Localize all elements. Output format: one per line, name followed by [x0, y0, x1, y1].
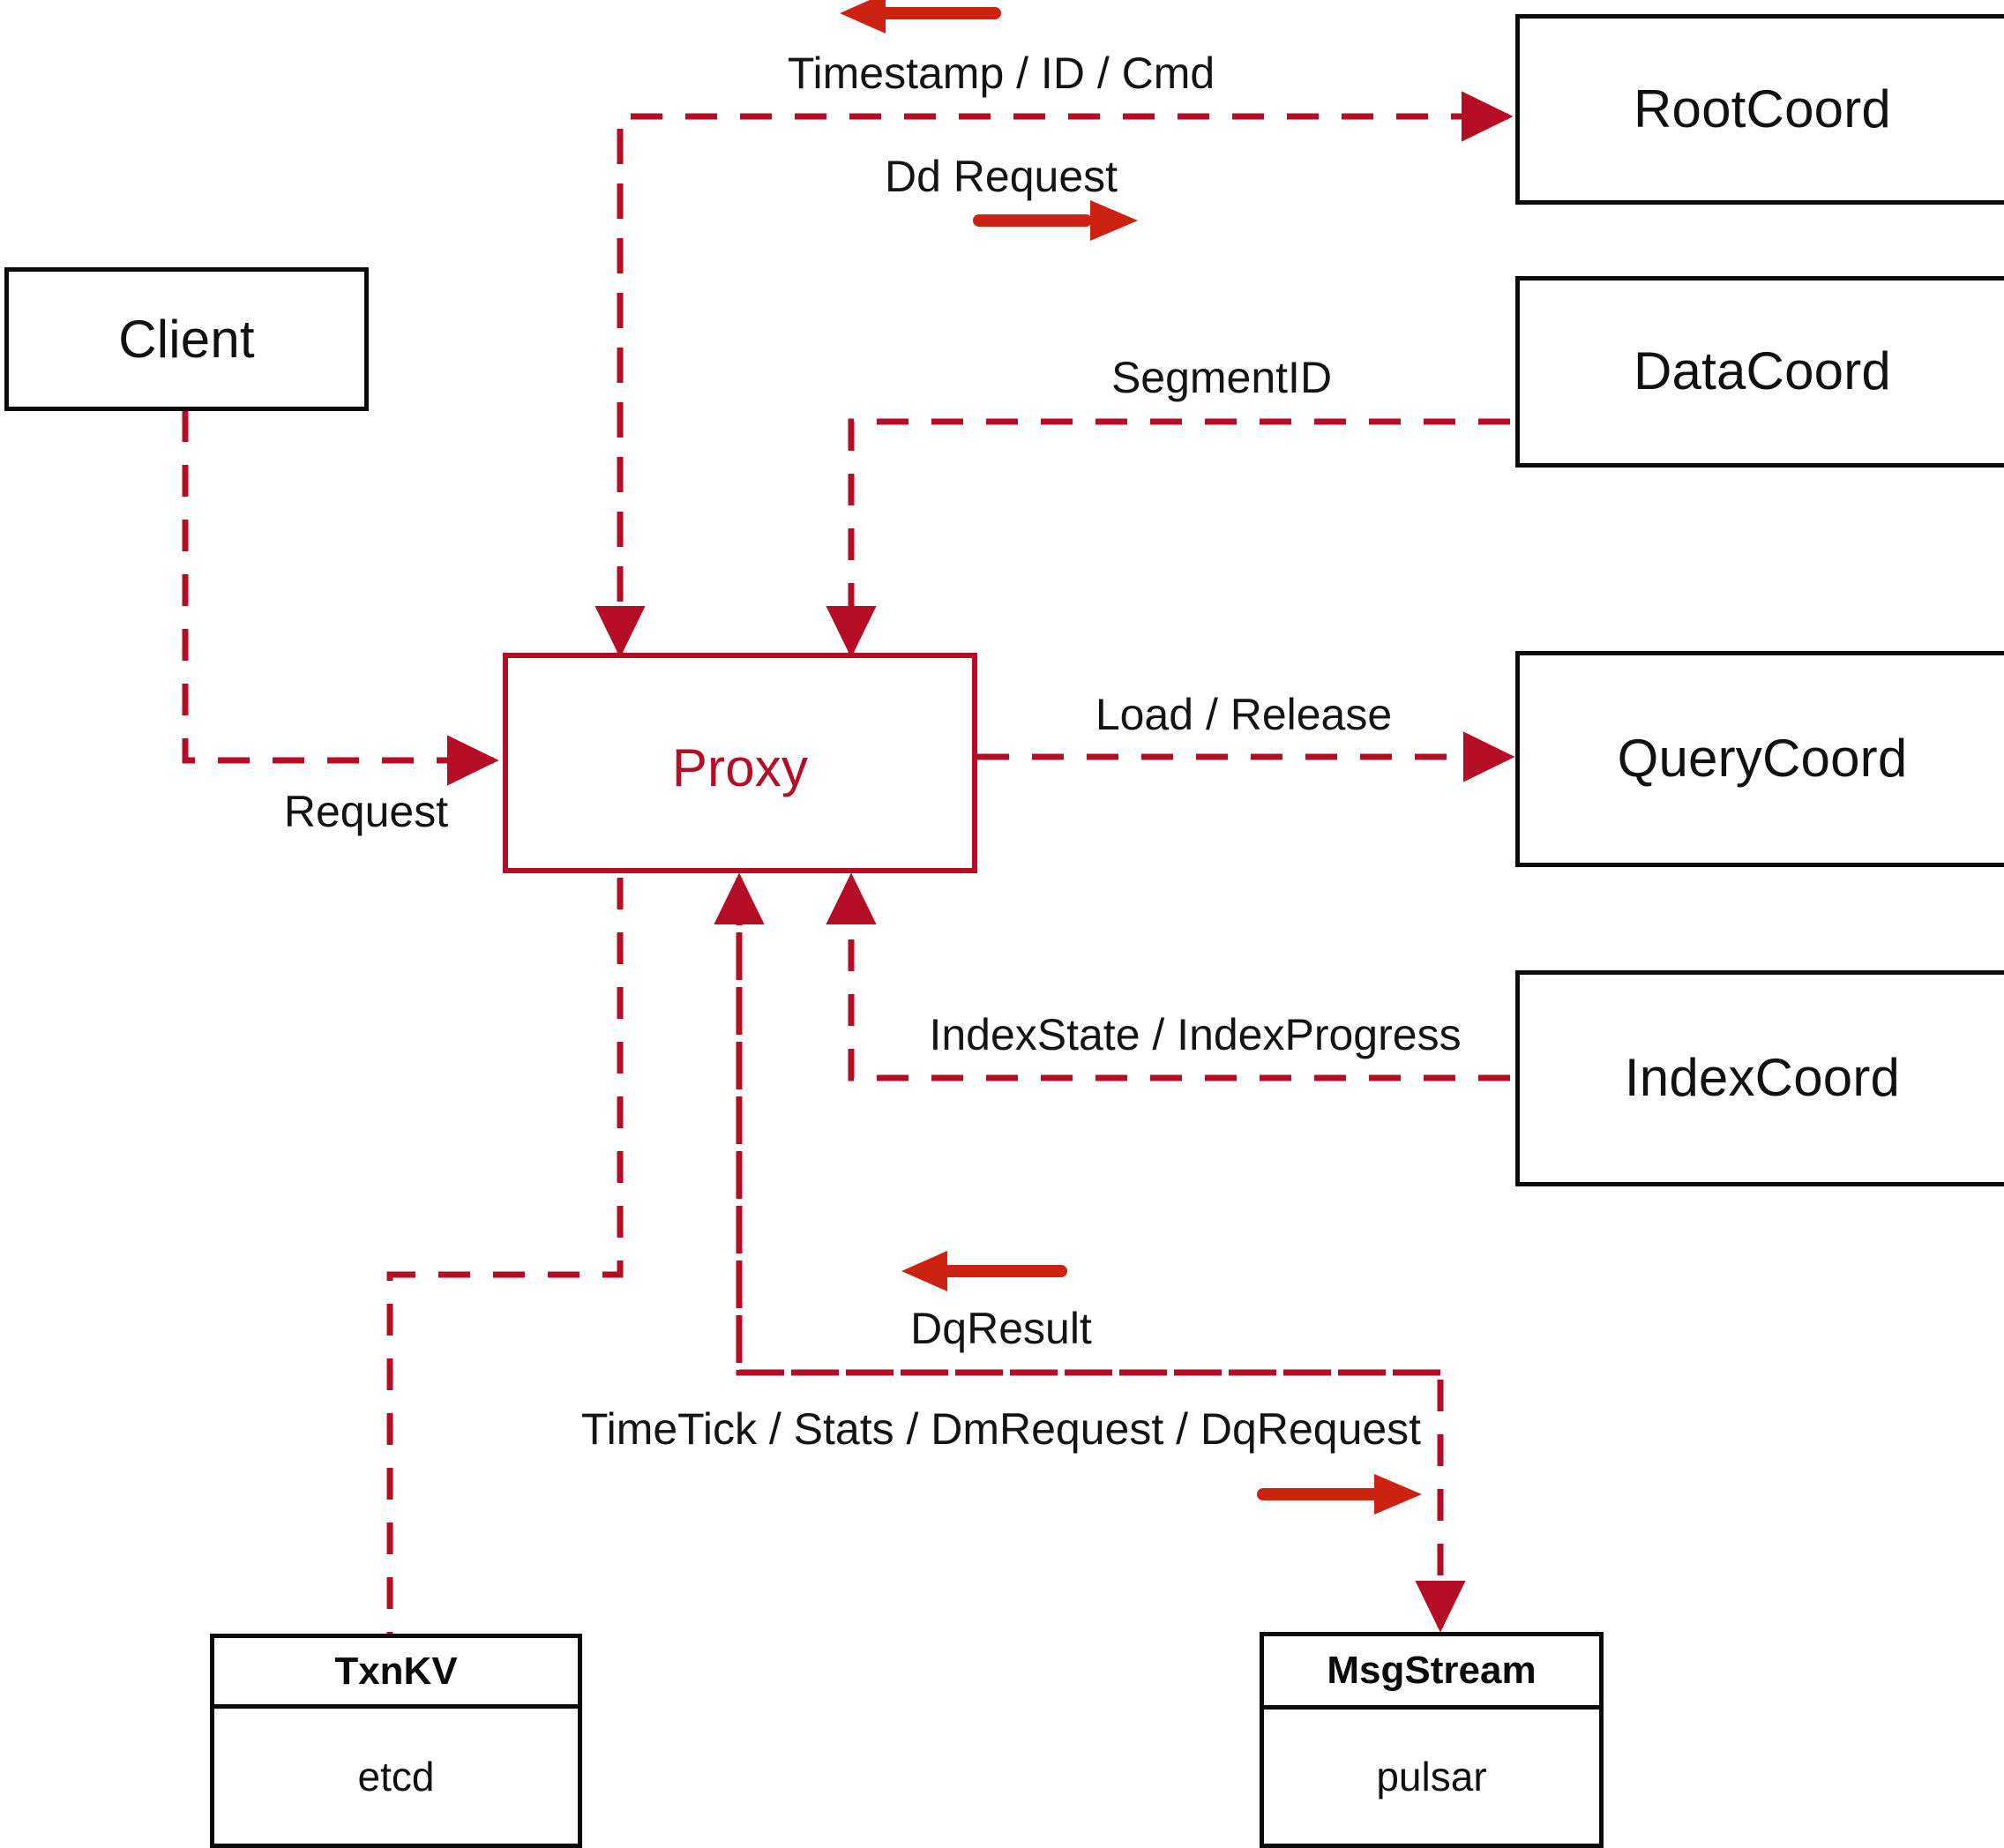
edge-label-dd-request: Dd Request [884, 152, 1118, 201]
edge-label-index-state-progress: IndexState / IndexProgress [929, 1010, 1462, 1059]
hint-arrow-dqresult [901, 1251, 1067, 1291]
edge-datacoord-to-proxy [826, 418, 1510, 658]
node-rootcoord[interactable]: RootCoord [1515, 14, 2004, 205]
node-querycoord[interactable]: QueryCoord [1515, 651, 2004, 867]
edge-label-request: Request [283, 787, 449, 836]
node-client[interactable]: Client [4, 267, 369, 411]
node-datacoord-label: DataCoord [1634, 341, 1891, 400]
node-txnkv[interactable]: TxnKV etcd [210, 1634, 582, 1848]
node-datacoord[interactable]: DataCoord [1515, 276, 2004, 468]
hint-arrow-timetick [1257, 1474, 1422, 1515]
edge-label-load-release: Load / Release [1095, 690, 1393, 739]
edge-label-timetick-stats: TimeTick / Stats / DmRequest / DqRequest [580, 1404, 1422, 1454]
edge-msgstream-to-proxy [714, 872, 1440, 1376]
node-rootcoord-label: RootCoord [1634, 79, 1891, 138]
node-client-label: Client [118, 310, 255, 369]
node-indexcoord-label: IndexCoord [1624, 1048, 1901, 1107]
node-msgstream-body: pulsar [1376, 1754, 1487, 1799]
edge-proxy-to-msgstream [736, 878, 1466, 1633]
node-proxy-label: Proxy [671, 738, 809, 797]
hint-arrow-dd-request [973, 200, 1138, 241]
edge-label-segment-id: SegmentID [1110, 353, 1333, 402]
node-msgstream-header: MsgStream [1264, 1636, 1599, 1710]
hint-arrow-timestamp [840, 0, 1001, 34]
edge-client-to-proxy [182, 410, 499, 786]
edge-indexcoord-to-proxy [826, 872, 1510, 1081]
node-querycoord-label: QueryCoord [1617, 729, 1908, 788]
node-txnkv-header: TxnKV [214, 1638, 578, 1709]
direction-hint-arrows [840, 0, 1422, 1515]
edge-label-dq-result: DqResult [910, 1304, 1092, 1353]
node-proxy[interactable]: Proxy [503, 653, 977, 873]
node-msgstream[interactable]: MsgStream pulsar [1260, 1632, 1604, 1848]
edge-label-timestamp-id-cmd: Timestamp / ID / Cmd [787, 49, 1215, 98]
node-indexcoord[interactable]: IndexCoord [1515, 970, 2004, 1186]
node-txnkv-body: etcd [357, 1753, 435, 1799]
edge-proxy-to-txnkv [386, 878, 624, 1634]
